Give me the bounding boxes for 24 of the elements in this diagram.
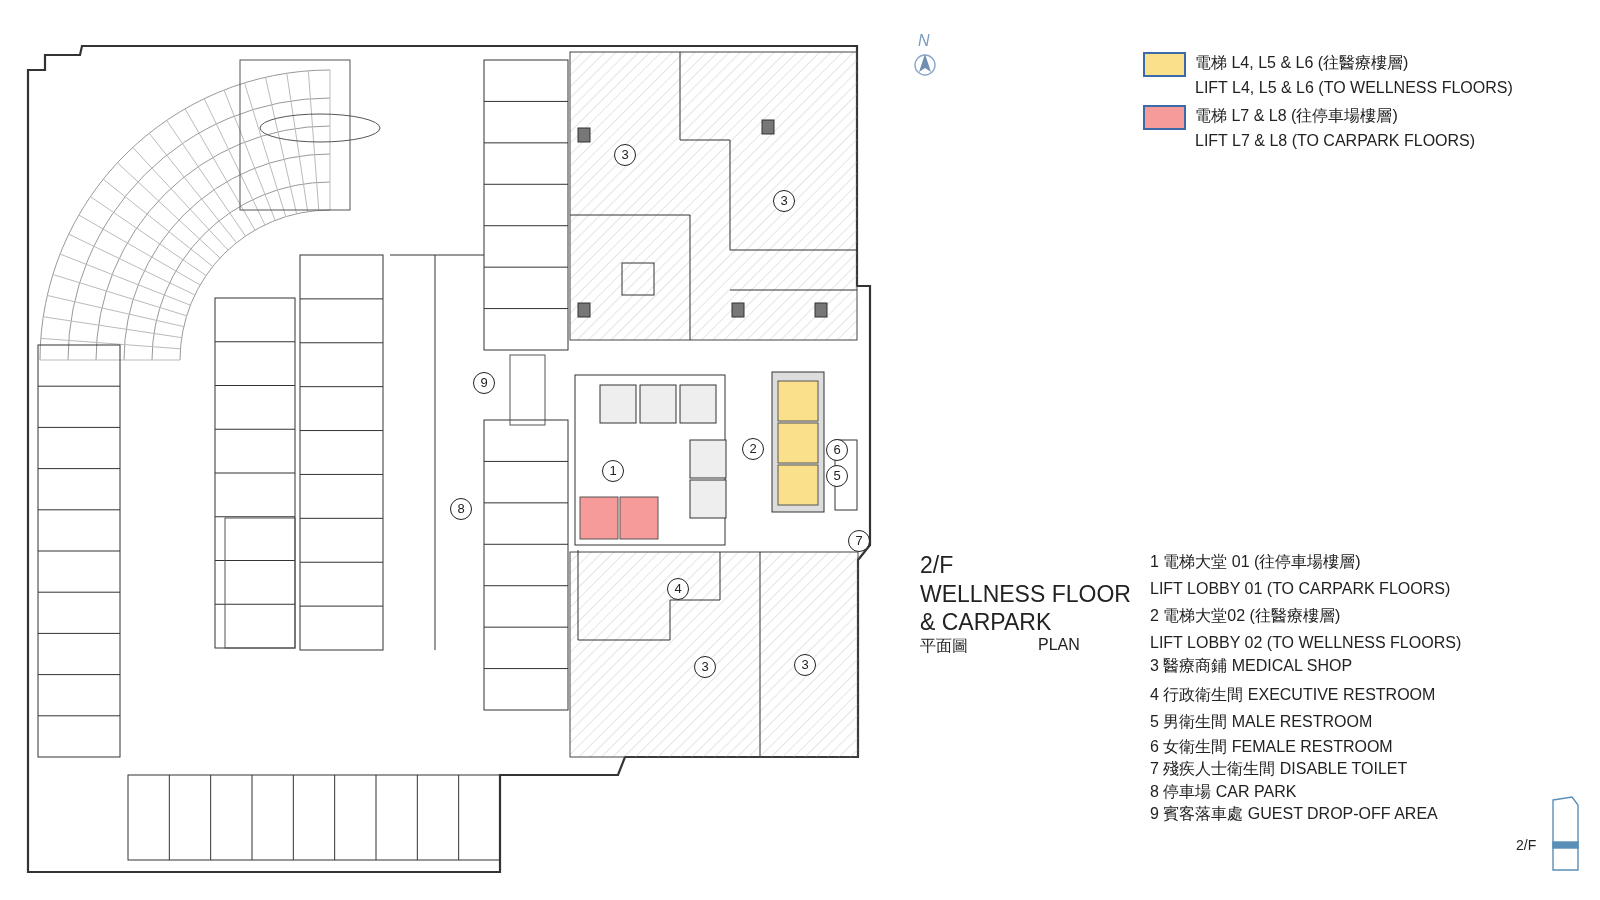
callout-number: 8: [450, 498, 472, 520]
key-item: 2 電梯大堂02 (往醫療樓層) LIFT LOBBY 02 (TO WELLNESS FLOORS): [1150, 606, 1462, 653]
key-item: 1 電梯大堂 01 (往停車場樓層) LIFT LOBBY 01 (TO CARPARK FLOORS): [1150, 552, 1451, 599]
floor-label: 2/F: [1516, 837, 1537, 853]
plan-subtitle: 平面圖: [920, 636, 968, 656]
legend-text: 電梯 L7 & L8 (往停車場樓層) LIFT L7 & L8 (TO CARPARK FLOORS): [1195, 106, 1476, 151]
compass-letter: N: [918, 32, 930, 50]
callout-number: 7: [848, 530, 870, 552]
callout-number: 9: [473, 372, 495, 394]
key-item: 7 殘疾人士衛生間 DISABLE TOILET: [1150, 759, 1408, 779]
plan-subtitle: PLAN: [1038, 636, 1080, 654]
callout-number: 6: [826, 439, 848, 461]
legend-text: 電梯 L4, L5 & L6 (往醫療樓層) LIFT L4, L5 & L6 (TO WELLNESS FLOORS): [1195, 53, 1513, 98]
key-item: 5 男衛生間 MALE RESTROOM: [1150, 712, 1373, 732]
key-item: 9 賓客落車處 GUEST DROP-OFF AREA: [1150, 804, 1438, 824]
key-item: 3 醫療商鋪 MEDICAL SHOP: [1150, 656, 1353, 676]
floor-label: 2/F: [920, 552, 954, 579]
key-item: 4 行政衛生間 EXECUTIVE RESTROOM: [1150, 685, 1436, 705]
callout-number: 2: [742, 438, 764, 460]
callout-number: 1: [602, 460, 624, 482]
plan-title: WELLNESS FLOOR & CARPARK: [920, 580, 1132, 636]
callout-number: 5: [826, 465, 848, 487]
key-item: 8 停車場 CAR PARK: [1150, 782, 1297, 802]
key-item: 6 女衛生間 FEMALE RESTROOM: [1150, 737, 1393, 757]
